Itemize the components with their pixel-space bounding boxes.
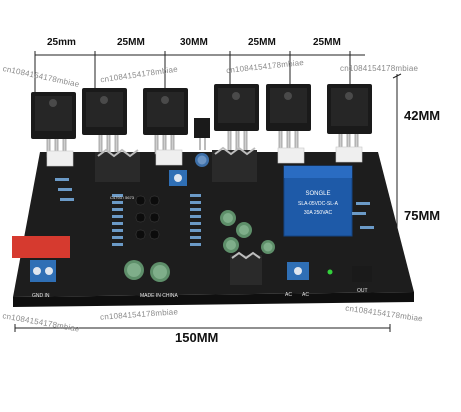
driver-heatsinks [95,146,262,285]
ceramic-resistors [46,146,363,167]
relay-spec: 30A 250VAC [304,210,333,216]
relay: SONGLE SLA-05VDC-SL-A 30A 250VAC [283,165,353,237]
power-transistors [31,84,372,150]
width-label: 150MM [175,330,219,345]
silk-ac-2: AC [302,292,309,298]
input-terminal [30,260,56,282]
resistor-rows [55,178,374,246]
transistor-5 [266,84,311,131]
silk-pcb: C4793 / 5673 [110,195,135,200]
silk-ac: AC [285,292,292,298]
transistor-1 [31,92,76,139]
transistor-4 [214,84,259,131]
relay-model: SLA-05VDC-SL-A [298,201,339,207]
capacitors [124,153,275,282]
input-terminal-block [12,236,70,258]
transistor-6 [327,84,372,134]
pcb-edge [13,292,414,307]
height-bottom-label: 75MM [404,208,441,223]
driver-transistor [194,118,210,150]
silk-made-in: MADE IN CHINA [140,293,178,299]
height-top-label: 42MM [404,108,441,123]
transistor-2 [82,88,127,135]
watermark-4: cn1084154178mbiae [340,64,419,73]
transistor-3 [143,88,188,135]
spacing-label-4: 25MM [248,37,276,48]
spacing-label-3: 30MM [180,37,208,48]
silk-gnd-in: GND IN [32,293,50,299]
spacing-label-1: 25mm [47,37,76,48]
silk-out: OUT [357,288,368,294]
spacing-label-2: 25MM [117,37,145,48]
dimension-lines [14,51,402,332]
spacing-label-5: 25MM [313,37,341,48]
small-transistors [135,195,160,240]
relay-brand: SONGLE [305,191,330,197]
out-terminal [352,266,372,282]
